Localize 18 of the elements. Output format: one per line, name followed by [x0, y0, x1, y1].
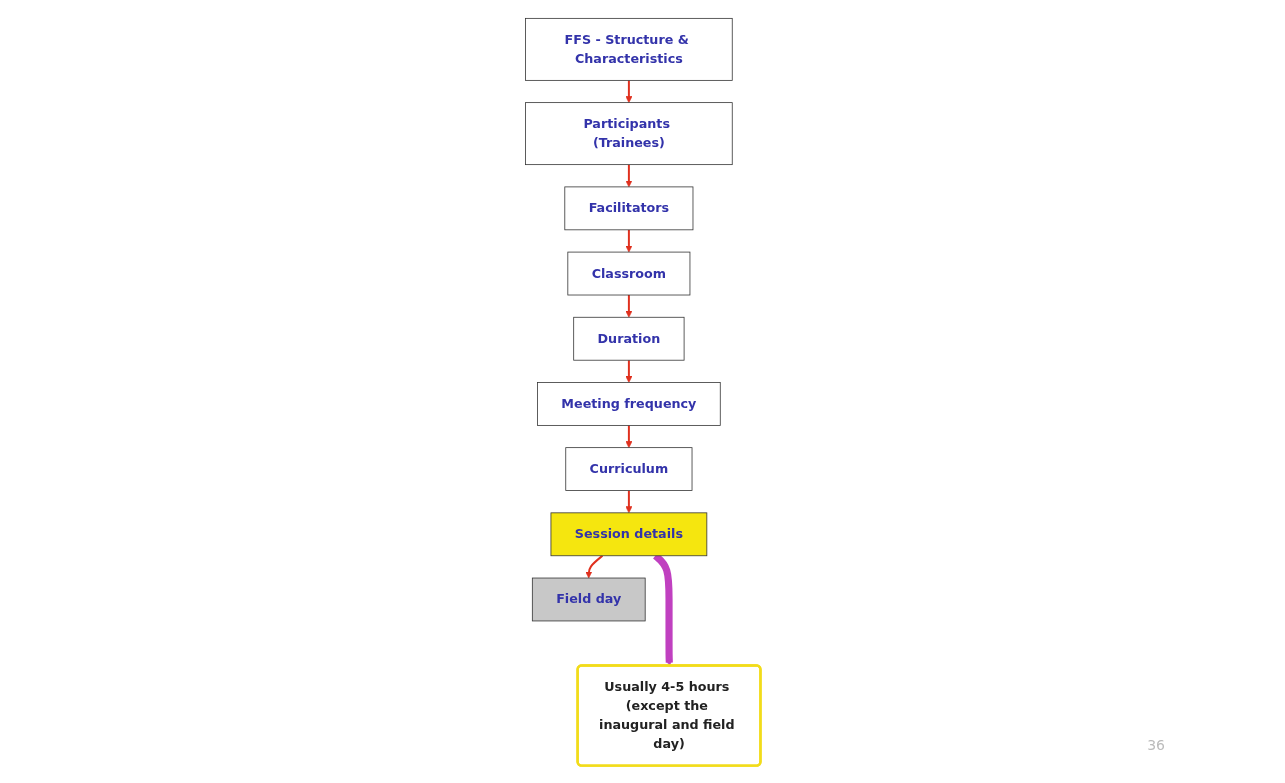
- node-box: Curriculum: [564, 446, 692, 491]
- node-box: Facilitators: [563, 186, 693, 230]
- arrow: [624, 163, 632, 187]
- node-box: Field day: [531, 577, 646, 621]
- node-box: FFS - Structure & Characteristics: [524, 17, 733, 81]
- arrow: [624, 228, 632, 252]
- arrow: [584, 554, 603, 578]
- arrow: [624, 489, 632, 513]
- arrow: [624, 423, 632, 448]
- node-box: Participants (Trainees): [524, 101, 733, 165]
- node-box: Classroom: [566, 251, 690, 295]
- page-number: 36: [1147, 737, 1165, 753]
- arrow: [624, 78, 632, 103]
- node-box: Session details: [550, 511, 707, 556]
- arrow: [624, 293, 632, 318]
- node-box: Duration: [572, 316, 684, 361]
- node-box: Meeting frequency: [536, 381, 721, 426]
- arrow: [624, 358, 632, 383]
